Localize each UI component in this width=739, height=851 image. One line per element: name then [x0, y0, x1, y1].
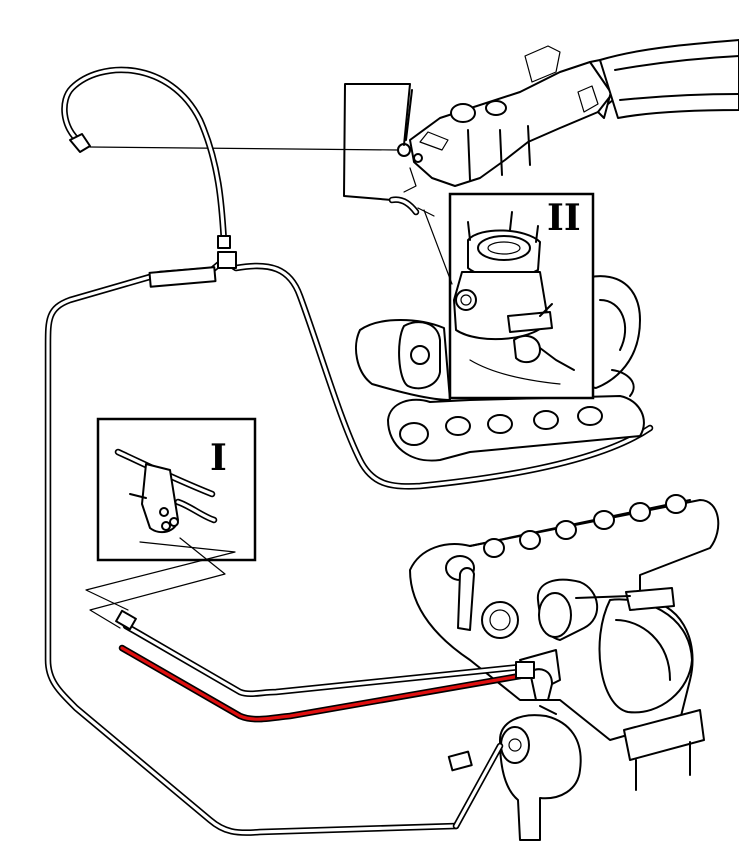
leader-line-port — [89, 146, 399, 151]
turbocharger — [409, 494, 720, 841]
callout-box-i: I — [96, 417, 257, 562]
callout-label-ii: II — [547, 197, 581, 239]
callout-label-i: I — [210, 437, 227, 479]
rigid-vacuum-pipe — [343, 83, 435, 217]
leader-line-ii — [423, 209, 453, 285]
main-loop-hose — [44, 251, 654, 836]
intake-flange — [387, 395, 645, 462]
upper-vacuum-hose — [61, 66, 231, 249]
callout-box-ii: II — [448, 192, 595, 400]
leader-lines-i — [85, 537, 236, 629]
intake-manifold — [397, 39, 739, 193]
lower-vacuum-hoses — [115, 609, 535, 830]
